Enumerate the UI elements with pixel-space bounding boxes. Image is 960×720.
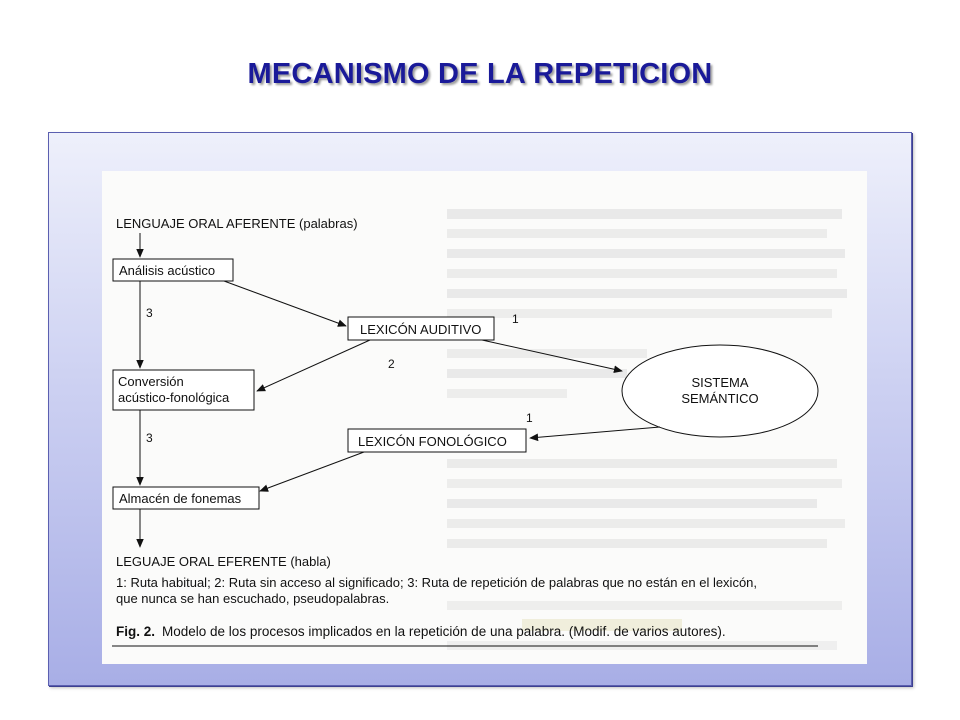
route-number-3-upper: 3 <box>146 306 153 320</box>
figure-caption-text: Modelo de los procesos implicados en la … <box>162 624 726 639</box>
conversion-box <box>112 369 255 411</box>
lexicon-fonologico-label: LEXICÓN FONOLÓGICO <box>358 434 507 449</box>
input-label: LENGUAJE ORAL AFERENTE (palabras) <box>116 216 358 231</box>
lexicon-auditivo-box <box>347 316 495 341</box>
almacen-fonemas-box <box>112 486 260 510</box>
sistema-semantico-label-line2: SEMÁNTICO <box>681 391 758 406</box>
almacen-fonemas-label: Almacén de fonemas <box>119 491 242 506</box>
legend-line-2: que nunca se han escuchado, pseudopalabr… <box>116 591 389 606</box>
arrow-lexicon-to-conversion <box>256 339 371 392</box>
analisis-acustico-box <box>112 258 234 282</box>
lexicon-fonologico-box <box>347 428 527 453</box>
diagram-canvas: LENGUAJE ORAL AFERENTE (palabras) Anális… <box>112 209 847 650</box>
arrow-lexicon-to-sistema <box>481 339 623 373</box>
lexicon-auditivo-label: LEXICÓN AUDITIVO <box>360 322 481 337</box>
diagram-figure: LENGUAJE ORAL AFERENTE (palabras) Anális… <box>102 171 867 664</box>
figure-caption: Fig. 2. Modelo de los procesos implicados… <box>116 624 726 639</box>
arrow-fonologico-to-almacen <box>259 451 365 492</box>
sistema-semantico-ellipse <box>621 344 819 438</box>
route-number-1-lower: 1 <box>526 411 533 425</box>
output-label: LEGUAJE ORAL EFERENTE (habla) <box>116 554 331 569</box>
conversion-label-line2: acústico-fonológica <box>118 390 230 405</box>
arrow-analisis-to-lexicon-auditivo <box>223 280 347 327</box>
slide-title: MECANISMO DE LA REPETICION <box>247 58 713 90</box>
legend-line-1: 1: Ruta habitual; 2: Ruta sin acceso al … <box>116 575 757 590</box>
arrow-sistema-to-fonologico <box>529 426 661 442</box>
route-number-3-lower: 3 <box>146 431 153 445</box>
route-number-1-upper: 1 <box>512 312 519 326</box>
sistema-semantico-label-line1: SISTEMA <box>691 375 748 390</box>
conversion-label-line1: Conversión <box>118 374 184 389</box>
analisis-acustico-label: Análisis acústico <box>119 263 215 278</box>
bleed-through-texture <box>447 209 847 650</box>
route-number-2: 2 <box>388 357 395 371</box>
figure-caption-label: Fig. 2. <box>116 624 155 639</box>
